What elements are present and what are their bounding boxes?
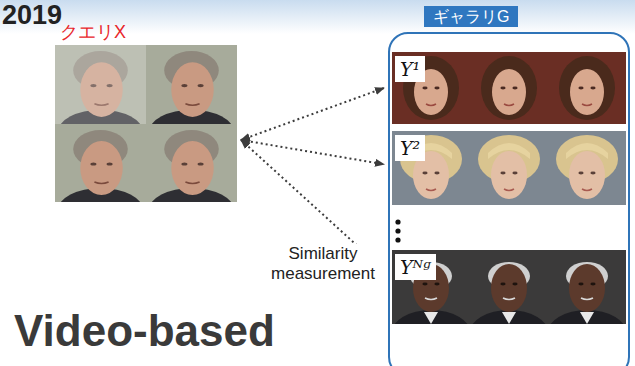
gallery-row: Yᴺᵍ [392, 250, 626, 324]
gallery-id-label: Y² [395, 135, 425, 161]
query-heading: クエリX [60, 21, 126, 43]
gallery-id-label: Yᴺᵍ [395, 254, 436, 280]
query-faces [55, 45, 237, 232]
gallery-row: Y² [392, 131, 626, 205]
year-label-text: 2019 [2, 0, 62, 31]
similarity-arrow [241, 140, 384, 164]
ellipsis-dots [395, 219, 400, 242]
gallery-heading: ギャラリG [424, 6, 518, 27]
year-label: 2019 [2, 0, 62, 31]
similarity-label-text: Similarity measurement [260, 244, 386, 283]
query-group: クエリX [55, 45, 237, 202]
method-title-text: Video-based [14, 306, 275, 357]
gallery-row: Y¹ [392, 52, 626, 124]
method-title: Video-based [14, 306, 275, 357]
gallery-faces [391, 52, 627, 358]
gallery-id-label: Y¹ [395, 56, 425, 82]
similarity-arrow [241, 88, 384, 140]
similarity-label: Similarity measurement [260, 244, 386, 283]
gallery-box: ギャラリGY¹Y²Yᴺᵍ [388, 32, 630, 366]
